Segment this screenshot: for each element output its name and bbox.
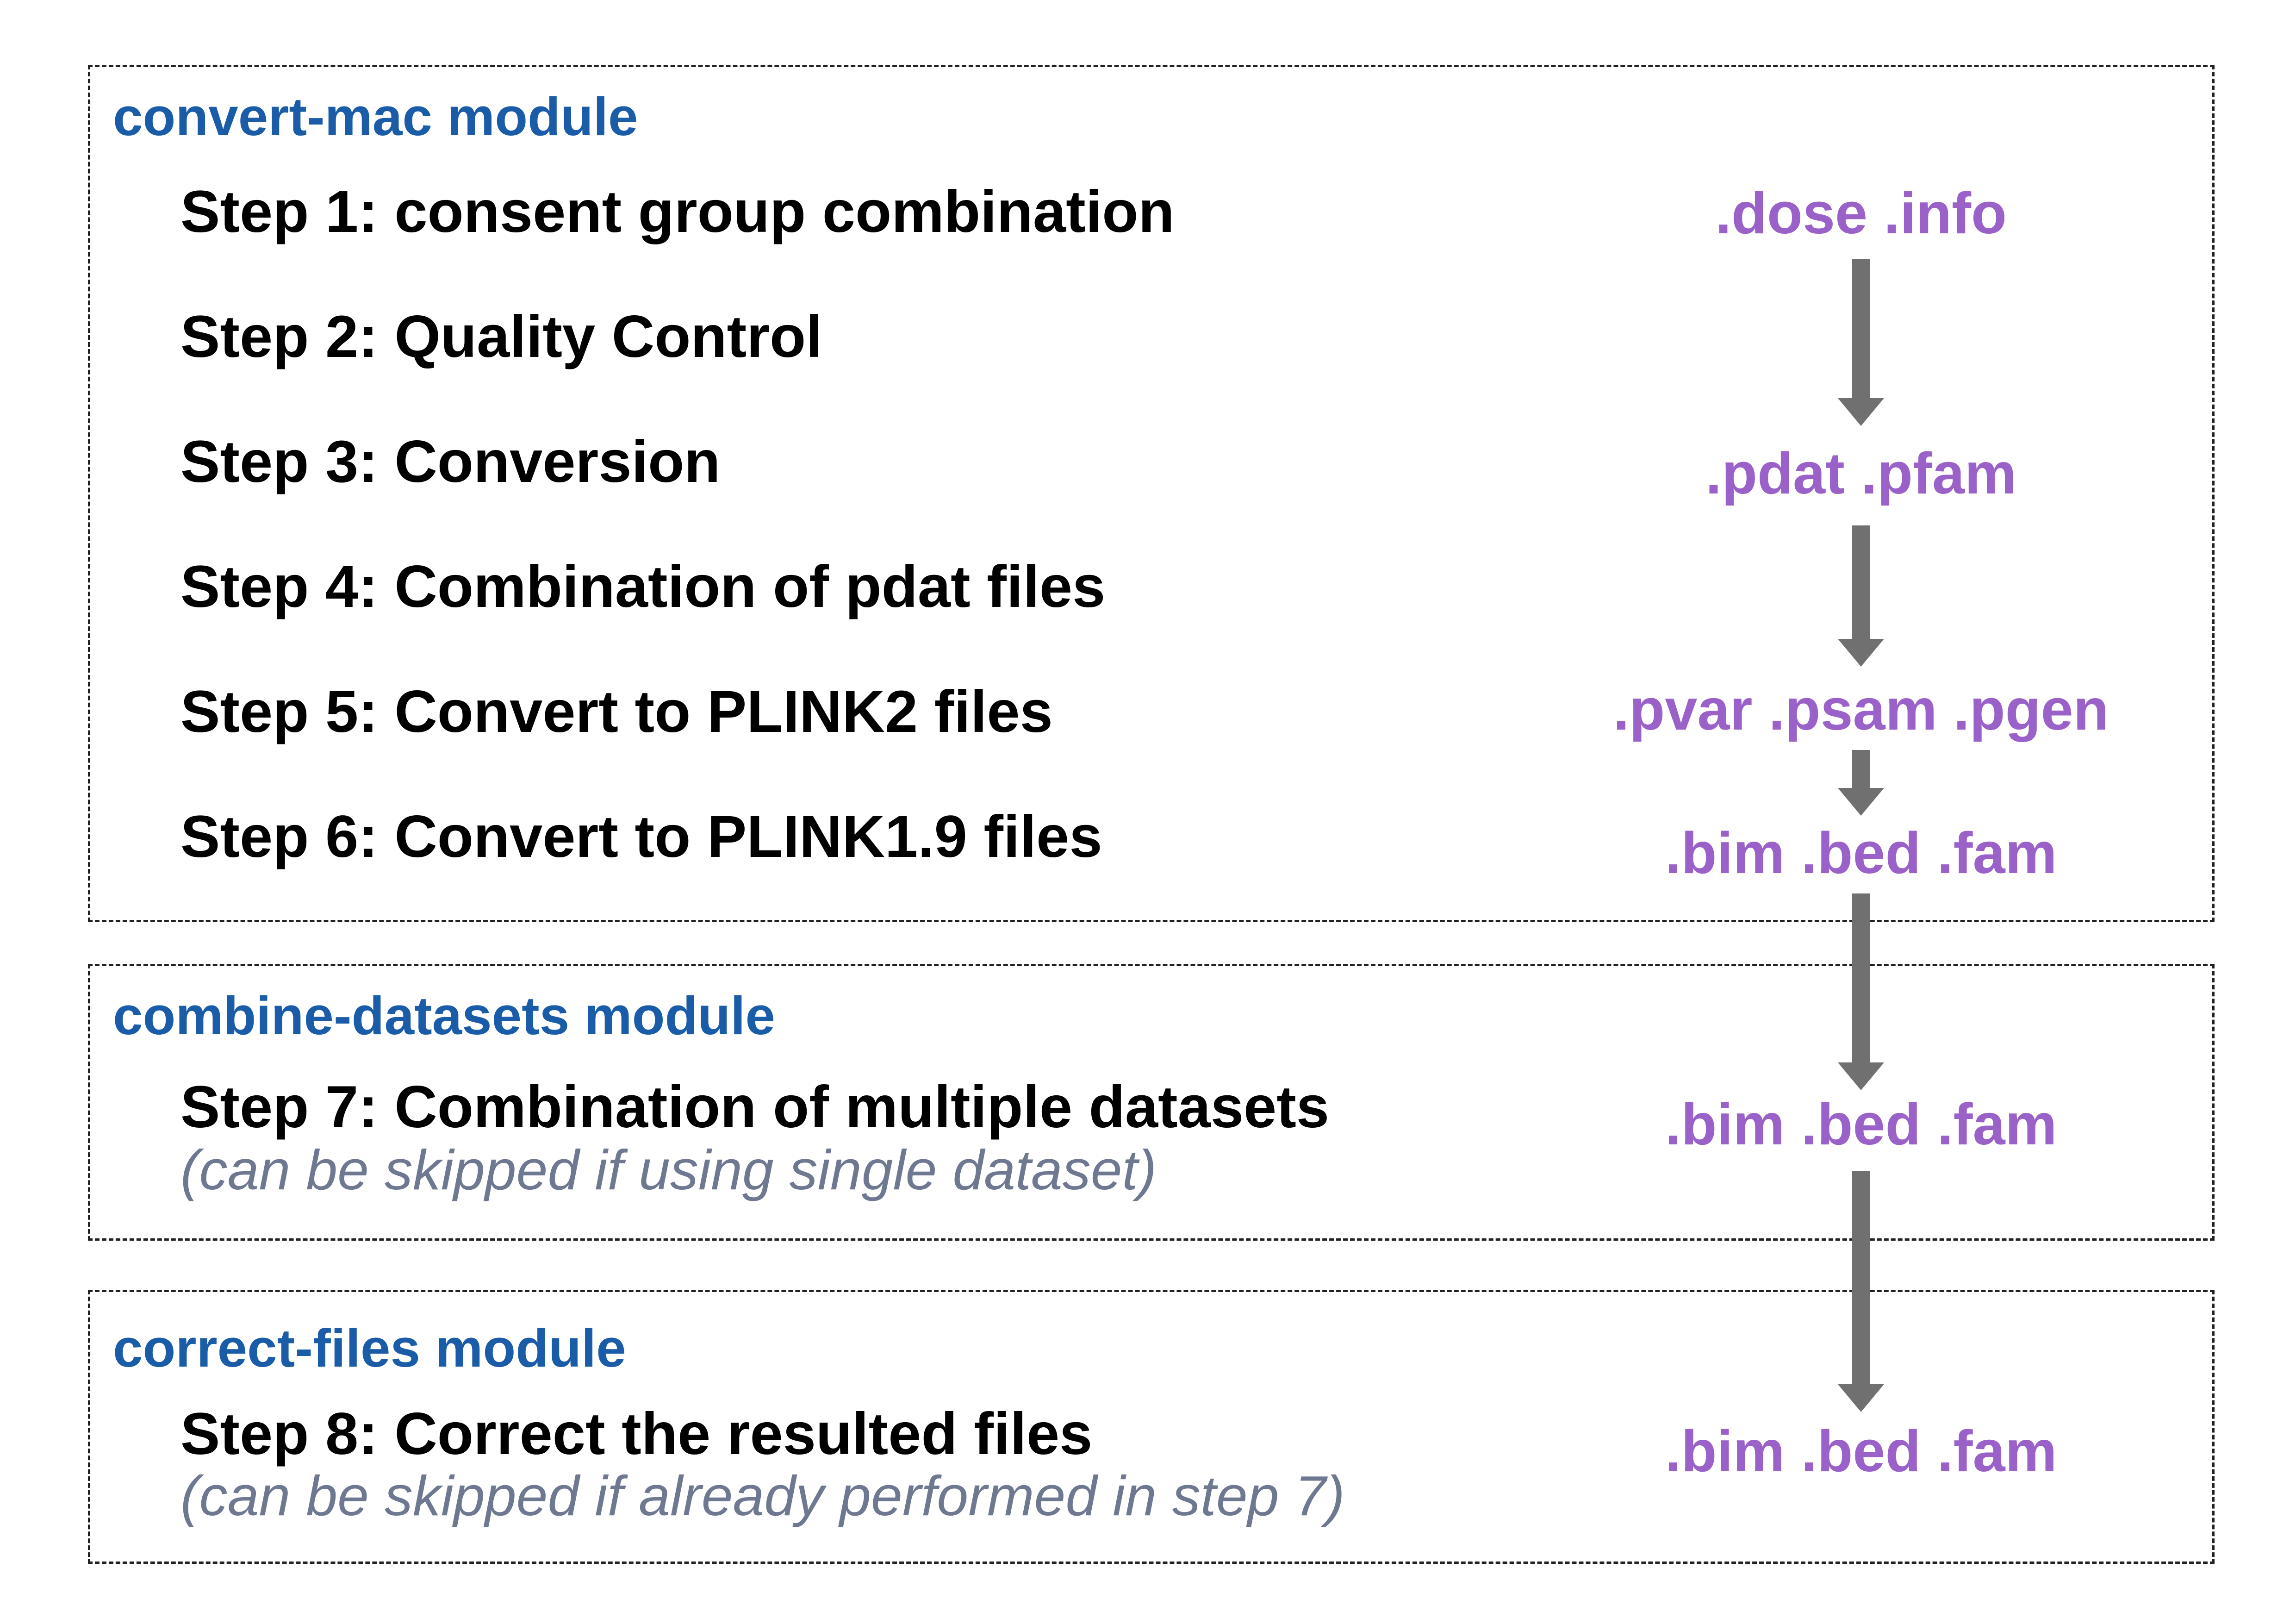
file-formats-plink19-combine: .bim .bed .fam (1665, 1092, 2057, 1157)
module-title-combine-datasets: combine-datasets module (113, 986, 775, 1046)
arrow-convert-to-combine (1838, 893, 1884, 1090)
file-formats-pdat-pfam: .pdat .pfam (1705, 441, 2017, 506)
step-3-label: Step 3: Conversion (180, 429, 721, 495)
arrow-shaft (1852, 893, 1870, 1063)
module-title-convert-mac: convert-mac module (113, 87, 638, 147)
correct-files-module-box (88, 1290, 2215, 1564)
arrow-dose-to-pdat (1838, 259, 1884, 426)
step-8-label: Step 8: Correct the resulted files (180, 1401, 1093, 1467)
arrow-head (1838, 788, 1884, 816)
step-5-label: Step 5: Convert to PLINK2 files (180, 679, 1053, 745)
step-7-label: Step 7: Combination of multiple datasets (180, 1074, 1329, 1140)
arrow-pvar-to-bim (1838, 750, 1884, 816)
file-formats-dose-info: .dose .info (1715, 181, 2007, 246)
arrow-head (1838, 639, 1884, 667)
arrow-head (1838, 398, 1884, 426)
combine-datasets-module-box (88, 964, 2215, 1241)
arrow-shaft (1852, 525, 1870, 640)
file-formats-plink19-convert: .bim .bed .fam (1665, 820, 2057, 886)
file-formats-plink2: .pvar .psam .pgen (1613, 677, 2109, 742)
step-1-label: Step 1: consent group combination (180, 179, 1175, 245)
arrow-shaft (1852, 1171, 1870, 1385)
step-7-note: (can be skipped if using single dataset) (180, 1138, 1157, 1201)
step-6-label: Step 6: Convert to PLINK1.9 files (180, 804, 1102, 870)
step-4-label: Step 4: Combination of pdat files (180, 554, 1106, 620)
convert-mac-module-box (88, 65, 2215, 922)
arrow-shaft (1852, 259, 1870, 399)
arrow-combine-to-correct (1838, 1171, 1884, 1412)
arrow-shaft (1852, 750, 1870, 789)
module-title-correct-files: correct-files module (113, 1318, 626, 1378)
step-8-note: (can be skipped if already performed in … (180, 1464, 1345, 1527)
arrow-pdat-to-pvar (1838, 525, 1884, 667)
step-2-label: Step 2: Quality Control (180, 304, 822, 370)
file-formats-plink19-correct: .bim .bed .fam (1665, 1418, 2057, 1484)
arrow-head (1838, 1384, 1884, 1412)
arrow-head (1838, 1062, 1884, 1090)
